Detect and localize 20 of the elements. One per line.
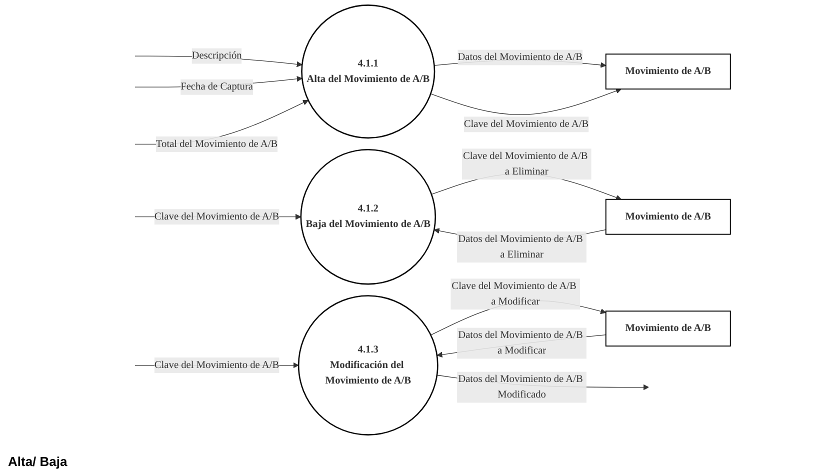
edge-label: Fecha de Captura <box>180 81 254 92</box>
edge-label: Total del Movimiento de A/B <box>156 138 278 150</box>
edge-label: Datos del Movimiento de A/B Modificado <box>458 374 584 400</box>
edge-label: Clave del Movimiento de A/B a Eliminar <box>463 150 588 178</box>
edge-label: Datos del Movimiento de A/B a Eliminar <box>458 233 584 260</box>
arrow <box>430 88 622 115</box>
caption-text: Alta/ Baja <box>8 454 68 469</box>
node-box: Movimiento de A/B <box>606 198 732 235</box>
node-circle: 4.1.2 Baja del Movimiento de A/B <box>300 148 436 285</box>
edge-label: Clave del Movimiento de A/B <box>154 359 280 370</box>
node-circle: 4.1.1 Alta del Movimiento de A/B <box>301 4 436 139</box>
node-box: Movimiento de A/B <box>606 54 732 90</box>
edge-label: Clave del Movimiento de A/B <box>154 211 280 222</box>
node-circle: 4.1.3 Modificación del Movimiento de A/B <box>298 295 439 436</box>
edge-label: Datos del Movimiento de A/B a Modificar <box>458 330 584 356</box>
edge-label: Clave del Movimiento de A/B <box>464 118 589 130</box>
edge-label: Datos del Movimiento de A/B <box>458 52 583 63</box>
edge-label: Descripción <box>192 50 242 62</box>
node-box: Movimiento de A/B <box>606 310 732 347</box>
edge-label: Clave del Movimiento de A/B a Modificar <box>452 280 577 308</box>
